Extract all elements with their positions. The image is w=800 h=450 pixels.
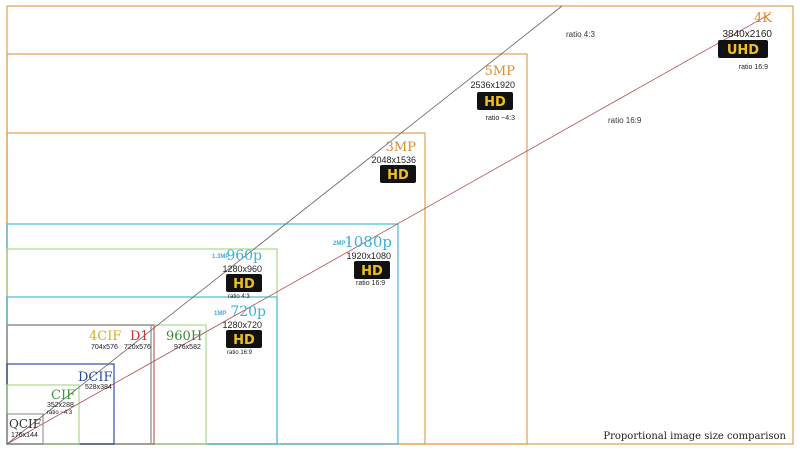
format-res: 704x576 [91,344,118,351]
format-res: 528x384 [85,384,112,391]
format-name: QCIF [9,417,41,431]
format-ratio: ratio 16:9 [227,350,253,356]
format-res: 720x576 [124,344,151,351]
format-name: 720p [230,304,266,320]
format-res: 1280x720 [222,320,262,330]
format-name: D1 [130,329,149,344]
format-name: DCIF [78,370,113,385]
label-960p: 1.3MP 960p 1280x960 HD ratio 4:3 [212,248,262,300]
label-4cif: 4CIF 704x576 [89,329,121,351]
badge-text: HD [233,333,255,348]
ratio-lines: ratio 4:3 ratio 16:9 [6,5,771,445]
caption: Proportional image size comparison [603,431,786,442]
label-1080p: 2MP 1080p 1920x1080 HD ratio 16:9 [333,233,392,287]
hd-badge-icon [354,261,390,279]
format-ratio: ratio ~4:3 [47,410,73,416]
format-name: 4CIF [89,329,121,344]
format-res: 976x582 [174,344,201,351]
format-prefix: 1.3MP [212,254,229,260]
format-name: 3MP [386,140,417,155]
format-name: 5MP [485,64,516,79]
format-name: 960H [166,329,202,344]
rect-qcif [6,413,44,445]
label-720p: 1MP 720p 1280x720 HD ratio 16:9 [214,304,266,356]
badge-text: HD [233,277,255,292]
line-ratio-43 [6,5,563,445]
format-ratio: ratio 16:9 [356,280,385,287]
label-3mp: 3MP 2048x1536 HD [371,140,416,183]
label-ratio-43: ratio 4:3 [566,30,595,39]
format-name: CIF [51,388,75,403]
format-name: 1080p [344,233,392,251]
format-prefix: 2MP [333,241,345,247]
format-res: 3840x2160 [723,29,773,40]
format-name: 960p [226,248,262,264]
format-res: 1280x960 [222,264,262,274]
badge-text: HD [361,264,383,279]
uhd-badge-icon [718,40,768,58]
format-res: 1920x1080 [346,251,391,261]
format-prefix: 1MP [214,311,226,317]
label-960h: 960H 976x582 [166,329,202,351]
badge-text: HD [484,95,506,110]
label-5mp: 5MP 2536x1920 HD ratio ~4:3 [470,64,515,122]
label-4k: 4K 3840x2160 UHD ratio 16:9 [718,11,772,71]
format-res: 176x144 [11,432,38,439]
rect-4k [6,5,794,445]
label-qcif: QCIF 176x144 [9,417,41,439]
resolution-rectangles [6,5,794,445]
format-ratio: ratio 4:3 [228,294,250,300]
label-dcif: DCIF 528x384 [78,370,113,391]
hd-badge-icon [380,165,416,183]
hd-badge-icon [226,274,262,292]
line-ratio-169 [6,13,771,445]
label-cif: CIF 352x288 ratio ~4:3 [47,388,75,416]
label-ratio-169: ratio 16:9 [608,116,642,125]
format-name: 4K [754,11,772,26]
format-res: 2048x1536 [371,155,416,165]
badge-text: UHD [727,43,759,58]
label-d1: D1 720x576 [124,329,151,351]
hd-badge-icon [477,92,513,110]
format-ratio: ratio 16:9 [739,64,768,71]
badge-text: HD [387,168,409,183]
format-res: 352x288 [47,402,74,409]
format-res: 2536x1920 [470,80,515,90]
format-ratio: ratio ~4:3 [486,115,515,122]
hd-badge-icon [226,330,262,348]
